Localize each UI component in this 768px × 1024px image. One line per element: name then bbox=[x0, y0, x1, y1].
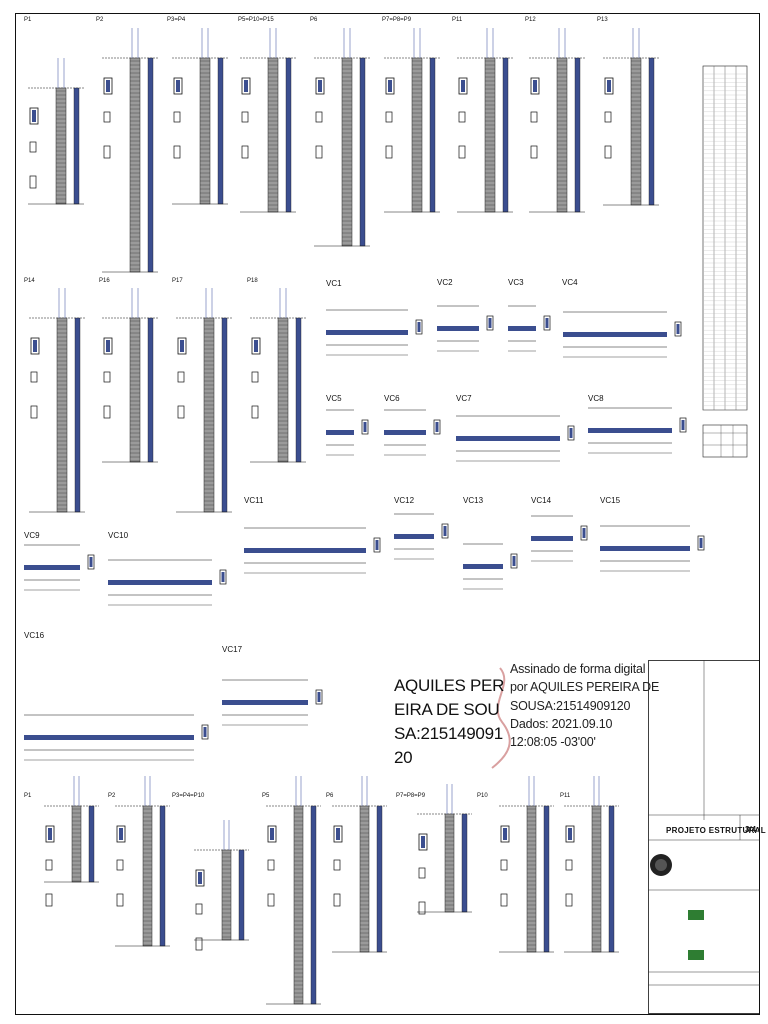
beam-label: VC3 bbox=[508, 278, 524, 287]
beam-elevation bbox=[563, 311, 682, 358]
beam-elevation bbox=[437, 305, 494, 352]
beam-elevation bbox=[508, 305, 551, 352]
pillar-elevation bbox=[564, 776, 619, 953]
pillar-elevation bbox=[417, 784, 472, 915]
project-label: PROJETO ESTRUTURAL bbox=[666, 826, 766, 835]
pillar-label: P6 bbox=[326, 793, 334, 799]
beam-label: VC8 bbox=[588, 394, 604, 403]
signature-text: Assinado de forma digital por AQUILES PE… bbox=[510, 662, 660, 750]
pillar-label: P18 bbox=[247, 278, 258, 284]
beam-label: VC14 bbox=[531, 496, 552, 505]
pillar-label: P11 bbox=[560, 793, 571, 799]
pillar-elevation bbox=[314, 28, 370, 247]
pillar-label: P1 bbox=[24, 17, 32, 23]
pillar-label: P3=P4 bbox=[167, 17, 186, 23]
beam-label: VC5 bbox=[326, 394, 342, 403]
pillar-elevation bbox=[172, 28, 228, 205]
beam-elevation bbox=[24, 714, 209, 761]
pillar-elevation bbox=[384, 28, 440, 213]
beam-elevation bbox=[600, 525, 705, 572]
pillar-label: P12 bbox=[525, 17, 536, 23]
pillar-elevation bbox=[529, 28, 585, 213]
pillar-label: P5 bbox=[262, 793, 270, 799]
beam-elevation bbox=[394, 513, 449, 560]
beam-elevation bbox=[222, 679, 323, 726]
pillar-elevation bbox=[115, 776, 170, 947]
pillar-label: P16 bbox=[99, 278, 110, 284]
pillar-elevation bbox=[603, 28, 659, 206]
pillar-label: P1 bbox=[24, 793, 32, 799]
municipal-seal-icon bbox=[650, 854, 672, 876]
partner-logo-icon bbox=[688, 910, 704, 960]
pillar-elevation bbox=[102, 288, 158, 463]
sheet-border bbox=[15, 13, 760, 1015]
beam-label: VC7 bbox=[456, 394, 472, 403]
beam-elevation bbox=[326, 309, 423, 356]
pillar-elevation bbox=[194, 820, 249, 951]
beam-label: VC6 bbox=[384, 394, 400, 403]
pillar-label: P6 bbox=[310, 17, 318, 23]
beam-elevation bbox=[463, 543, 518, 590]
pillar-elevation bbox=[457, 28, 513, 213]
sheet-number: 3/4 bbox=[745, 825, 757, 834]
pillar-elevation bbox=[266, 776, 321, 1005]
beam-label: VC10 bbox=[108, 531, 129, 540]
pillar-elevation bbox=[176, 288, 232, 513]
beam-label: VC1 bbox=[326, 279, 342, 288]
pillar-label: P2 bbox=[96, 17, 104, 23]
pillar-elevation bbox=[240, 28, 296, 213]
beam-label: VC2 bbox=[437, 278, 453, 287]
pillar-elevation bbox=[499, 776, 554, 953]
pillar-label: P11 bbox=[452, 17, 463, 23]
beam-label: VC11 bbox=[244, 496, 264, 505]
pillar-elevation bbox=[332, 776, 387, 953]
beam-elevation bbox=[588, 407, 687, 454]
beam-elevation bbox=[384, 409, 441, 456]
pillar-label: P14 bbox=[24, 278, 35, 284]
digital-signature-stamp: AQUILES PEREIRA DE SOUSA:21514909120 Ass… bbox=[394, 660, 659, 770]
signer-name: AQUILES PEREIRA DE SOUSA:21514909120 bbox=[394, 676, 505, 767]
pillar-elevation bbox=[28, 58, 84, 205]
pillar-label: P13 bbox=[597, 17, 608, 23]
pillar-elevation bbox=[102, 28, 158, 273]
pillar-label: P3=P4=P10 bbox=[172, 793, 205, 799]
beam-elevation bbox=[108, 559, 227, 606]
pillar-label: P5=P10=P15 bbox=[238, 17, 274, 23]
pillar-label: P10 bbox=[477, 793, 488, 799]
beam-label: VC16 bbox=[24, 631, 45, 640]
beam-elevation bbox=[326, 409, 369, 456]
pillar-label: P7=P8=P9 bbox=[396, 793, 426, 799]
beam-elevation bbox=[244, 527, 381, 574]
pillar-elevation bbox=[44, 776, 99, 907]
beam-label: VC4 bbox=[562, 278, 578, 287]
pillar-elevation bbox=[29, 288, 85, 513]
beam-label: VC9 bbox=[24, 531, 40, 540]
beam-elevation bbox=[24, 544, 95, 591]
beam-label: VC13 bbox=[463, 496, 484, 505]
pillar-label: P2 bbox=[108, 793, 116, 799]
beam-elevation bbox=[456, 415, 575, 462]
beam-label: VC15 bbox=[600, 496, 621, 505]
pillar-label: P7=P8=P9 bbox=[382, 17, 412, 23]
pillar-elevation bbox=[250, 288, 306, 463]
signature-flourish-icon bbox=[491, 667, 511, 769]
beam-label: VC12 bbox=[394, 496, 415, 505]
beam-label: VC17 bbox=[222, 645, 243, 654]
beam-elevation bbox=[531, 515, 588, 562]
pillar-label: P17 bbox=[172, 278, 183, 284]
steel-table bbox=[702, 65, 748, 458]
